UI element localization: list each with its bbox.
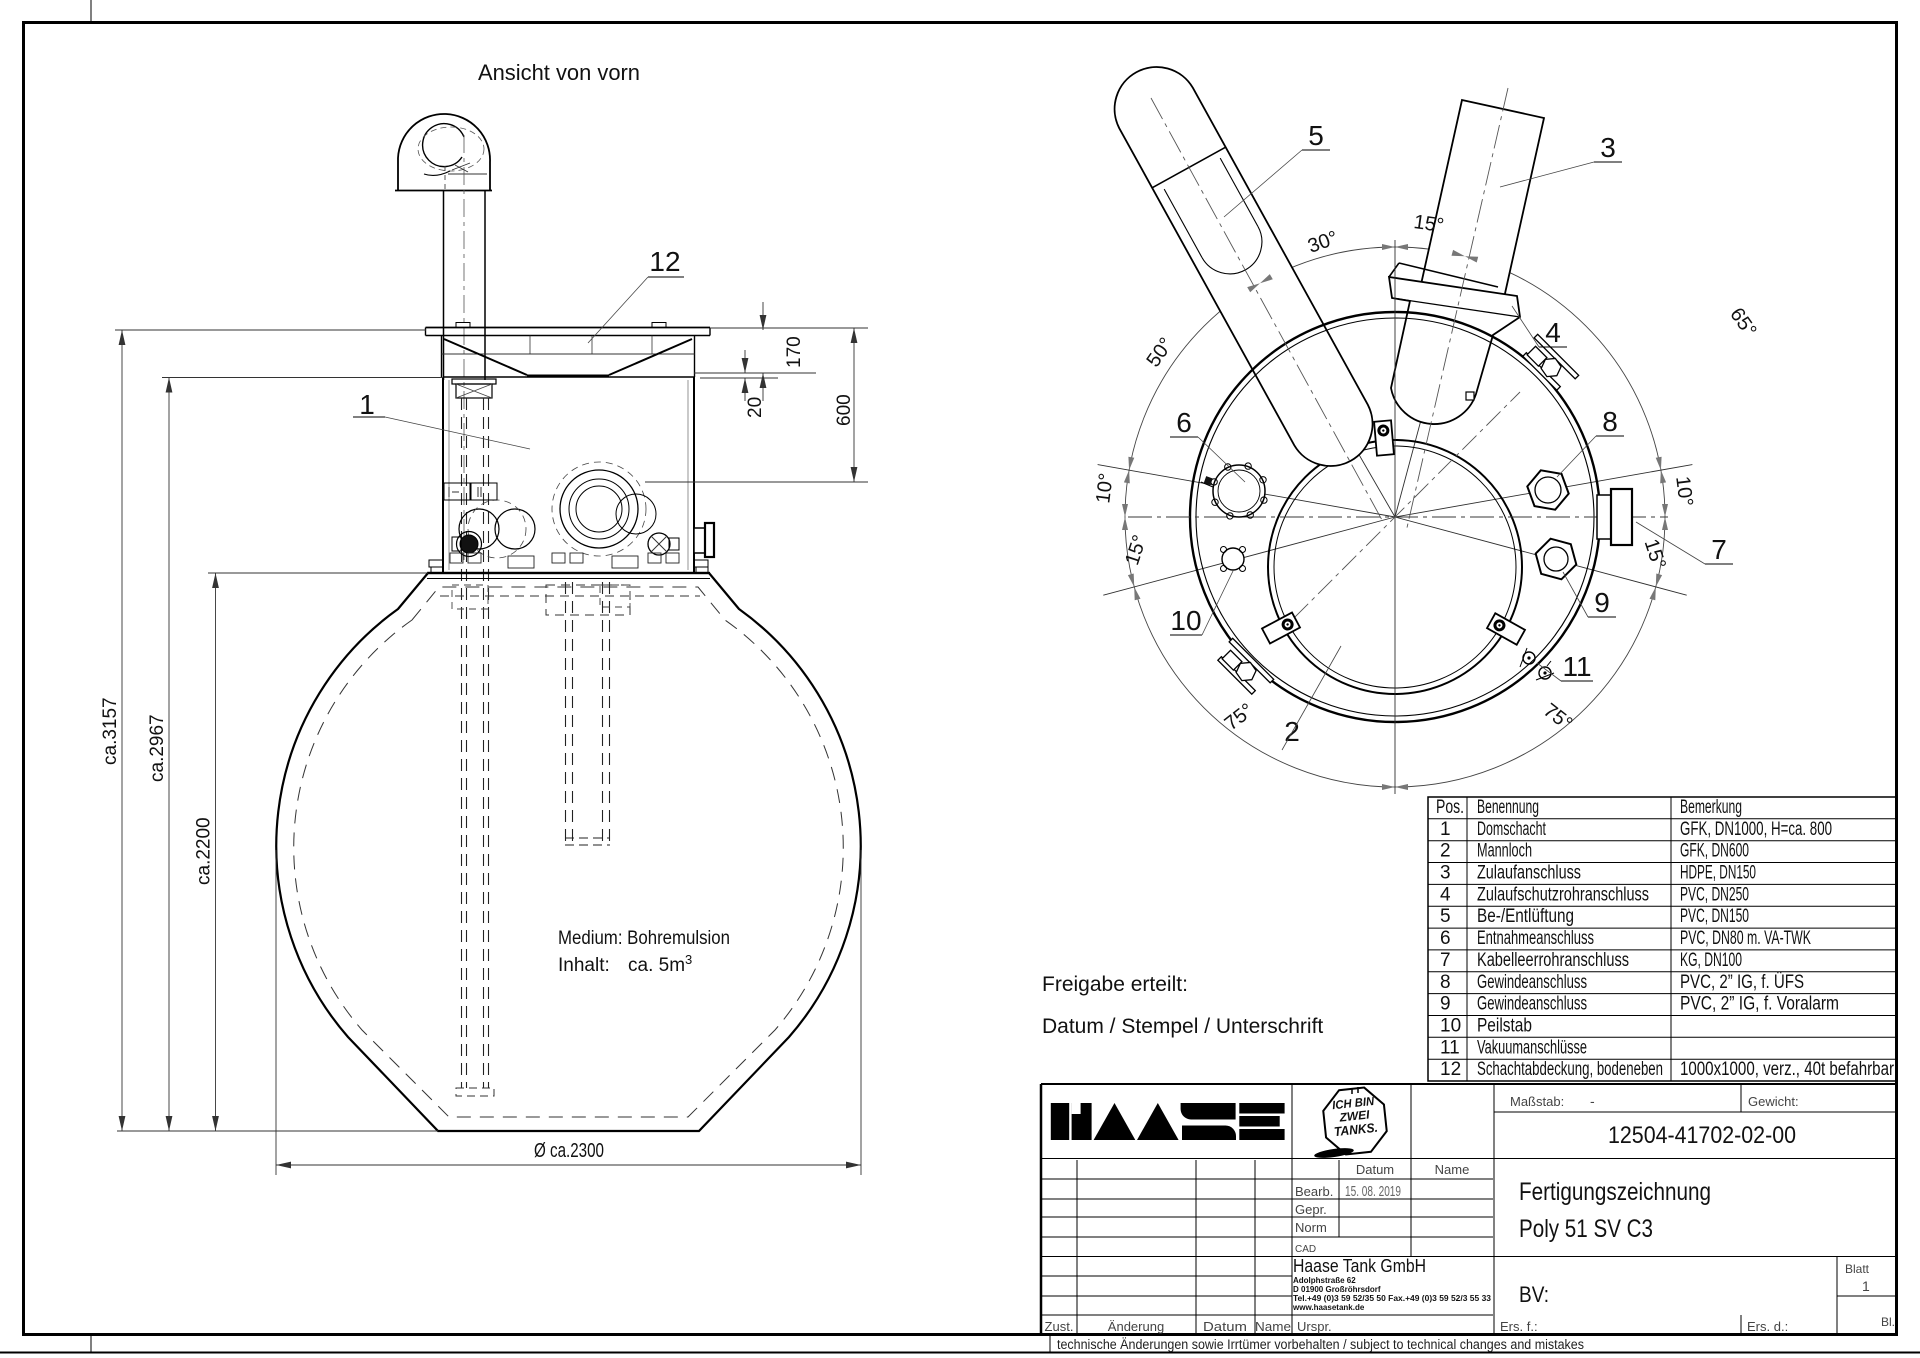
svg-text:Mannloch: Mannloch — [1477, 841, 1532, 862]
svg-text:Blatt: Blatt — [1845, 1262, 1870, 1276]
svg-text:Schachtabdeckung, bodeneben: Schachtabdeckung, bodeneben — [1477, 1059, 1663, 1080]
svg-text:6: 6 — [1440, 928, 1451, 949]
svg-text:12: 12 — [1440, 1059, 1461, 1080]
svg-text:ca.2200: ca.2200 — [194, 817, 215, 885]
svg-text:Benennung: Benennung — [1477, 797, 1539, 818]
svg-text:Adolphstraße 62: Adolphstraße 62 — [1293, 1276, 1356, 1285]
svg-text:8: 8 — [1602, 406, 1618, 437]
svg-text:Maßstab:: Maßstab: — [1510, 1094, 1564, 1109]
svg-text:5: 5 — [1440, 906, 1451, 927]
svg-text:CAD: CAD — [1295, 1244, 1316, 1255]
svg-text:Zust.: Zust. — [1045, 1319, 1074, 1334]
svg-text:Ansicht von vorn: Ansicht von vorn — [478, 60, 640, 85]
svg-text:Freigabe erteilt:: Freigabe erteilt: — [1042, 973, 1188, 996]
svg-text:8: 8 — [1440, 972, 1451, 993]
svg-text:Bearb.: Bearb. — [1295, 1184, 1333, 1199]
svg-text:10°: 10° — [1092, 472, 1118, 505]
svg-text:technische Änderungen sowie Ir: technische Änderungen sowie Irrtümer vor… — [1057, 1337, 1584, 1352]
svg-text:7: 7 — [1440, 950, 1451, 971]
svg-text:Bemerkung: Bemerkung — [1680, 797, 1742, 818]
svg-text:Urspr.: Urspr. — [1297, 1319, 1332, 1334]
svg-text:3: 3 — [1600, 132, 1616, 163]
svg-text:ca. 5m3: ca. 5m3 — [628, 952, 692, 976]
svg-text:Peilstab: Peilstab — [1477, 1016, 1532, 1037]
svg-text:15°: 15° — [1412, 211, 1445, 237]
svg-text:ca.3157: ca.3157 — [100, 697, 121, 765]
svg-text:6: 6 — [1176, 407, 1192, 438]
svg-text:1: 1 — [359, 389, 375, 420]
svg-text:12: 12 — [649, 246, 680, 277]
svg-text:Ø ca.2300: Ø ca.2300 — [534, 1140, 604, 1162]
svg-text:1: 1 — [1862, 1278, 1870, 1294]
svg-text:600: 600 — [834, 394, 855, 426]
svg-text:PVC, DN80 m. VA-TWK: PVC, DN80 m. VA-TWK — [1680, 928, 1811, 949]
svg-text:11: 11 — [1562, 651, 1591, 682]
svg-text:Ers. d.:: Ers. d.: — [1747, 1319, 1788, 1334]
svg-text:ICH BIN: ICH BIN — [1332, 1094, 1376, 1112]
svg-text:4: 4 — [1545, 317, 1561, 348]
svg-text:KG, DN100: KG, DN100 — [1680, 950, 1742, 971]
svg-text:Norm: Norm — [1295, 1220, 1327, 1235]
svg-text:Poly 51 SV C3: Poly 51 SV C3 — [1519, 1215, 1653, 1243]
svg-text:BV:: BV: — [1519, 1282, 1549, 1307]
svg-text:9: 9 — [1594, 587, 1610, 618]
svg-text:Name: Name — [1435, 1162, 1470, 1177]
svg-text:10°: 10° — [1671, 475, 1697, 508]
svg-text:Medium: Bohremulsion: Medium: Bohremulsion — [558, 928, 730, 949]
svg-text:5: 5 — [1308, 120, 1324, 151]
svg-text:Domschacht: Domschacht — [1477, 819, 1546, 840]
svg-text:Pos.: Pos. — [1436, 797, 1464, 818]
svg-text:ca.2967: ca.2967 — [147, 714, 168, 782]
svg-text:12504-41702-02-00: 12504-41702-02-00 — [1608, 1122, 1796, 1149]
svg-text:Inhalt:: Inhalt: — [558, 955, 610, 976]
svg-text:Vakuumanschlüsse: Vakuumanschlüsse — [1477, 1037, 1587, 1058]
svg-text:HDPE, DN150: HDPE, DN150 — [1680, 863, 1756, 884]
svg-text:2: 2 — [1440, 841, 1451, 862]
svg-text:Datum: Datum — [1356, 1162, 1394, 1177]
svg-text:Zulaufschutzrohranschluss: Zulaufschutzrohranschluss — [1477, 884, 1649, 905]
svg-text:TANKS.: TANKS. — [1333, 1120, 1378, 1140]
svg-text:PVC, 2” IG, f. Voralarm: PVC, 2” IG, f. Voralarm — [1680, 994, 1839, 1015]
svg-text:GFK, DN600: GFK, DN600 — [1680, 841, 1749, 862]
svg-text:Zulaufanschluss: Zulaufanschluss — [1477, 863, 1581, 884]
svg-text:PVC, DN150: PVC, DN150 — [1680, 906, 1749, 927]
svg-text:170: 170 — [784, 336, 805, 368]
svg-text:Datum / Stempel / Unterschrift: Datum / Stempel / Unterschrift — [1042, 1015, 1323, 1038]
svg-text:Änderung: Änderung — [1108, 1319, 1164, 1334]
svg-text:9: 9 — [1440, 994, 1451, 1015]
svg-text:1000x1000, verz., 40t befahrba: 1000x1000, verz., 40t befahrbar — [1680, 1059, 1895, 1080]
svg-text:10: 10 — [1170, 605, 1201, 636]
svg-text:Fertigungszeichnung: Fertigungszeichnung — [1519, 1178, 1711, 1206]
svg-text:11: 11 — [1440, 1037, 1460, 1058]
svg-text:Datum: Datum — [1203, 1319, 1247, 1334]
svg-text:D 01900 Großröhrsdorf: D 01900 Großröhrsdorf — [1293, 1285, 1381, 1294]
svg-text:PVC, 2” IG, f. ÜFS: PVC, 2” IG, f. ÜFS — [1680, 972, 1804, 993]
svg-text:Ers. f.:: Ers. f.: — [1500, 1319, 1538, 1334]
svg-text:GFK, DN1000, H=ca. 800: GFK, DN1000, H=ca. 800 — [1680, 819, 1832, 840]
svg-text:Name: Name — [1255, 1319, 1291, 1334]
svg-text:ZWEI: ZWEI — [1338, 1107, 1371, 1124]
svg-text:Bl.: Bl. — [1881, 1315, 1895, 1329]
svg-text:3: 3 — [1440, 863, 1451, 884]
svg-text:Gewicht:: Gewicht: — [1748, 1094, 1799, 1109]
svg-text:Kabelleerrohranschluss: Kabelleerrohranschluss — [1477, 950, 1629, 971]
svg-text:1: 1 — [1440, 819, 1451, 840]
svg-text:Tel.+49 (0)3 59 52/35 50 Fa: Tel.+49 (0)3 59 52/35 50 Fax.+49 (0)3 59… — [1293, 1294, 1492, 1303]
svg-text:Gepr.: Gepr. — [1295, 1202, 1327, 1217]
svg-text:Entnahmeanschluss: Entnahmeanschluss — [1477, 928, 1594, 949]
svg-text:PVC, DN250: PVC, DN250 — [1680, 884, 1749, 905]
svg-text:Gewindeanschluss: Gewindeanschluss — [1477, 972, 1587, 993]
svg-text:15. 08. 2019: 15. 08. 2019 — [1345, 1183, 1401, 1200]
svg-text:Haase Tank GmbH: Haase Tank GmbH — [1293, 1256, 1426, 1276]
svg-text:4: 4 — [1440, 884, 1451, 905]
svg-text:10: 10 — [1440, 1016, 1461, 1037]
svg-text:-: - — [1590, 1093, 1595, 1109]
svg-text:7: 7 — [1711, 534, 1727, 565]
svg-text:www.haasetank.de: www.haasetank.de — [1292, 1303, 1365, 1312]
svg-text:Gewindeanschluss: Gewindeanschluss — [1477, 994, 1587, 1015]
svg-text:20: 20 — [745, 397, 766, 418]
svg-text:Be-/Entlüftung: Be-/Entlüftung — [1477, 906, 1574, 927]
